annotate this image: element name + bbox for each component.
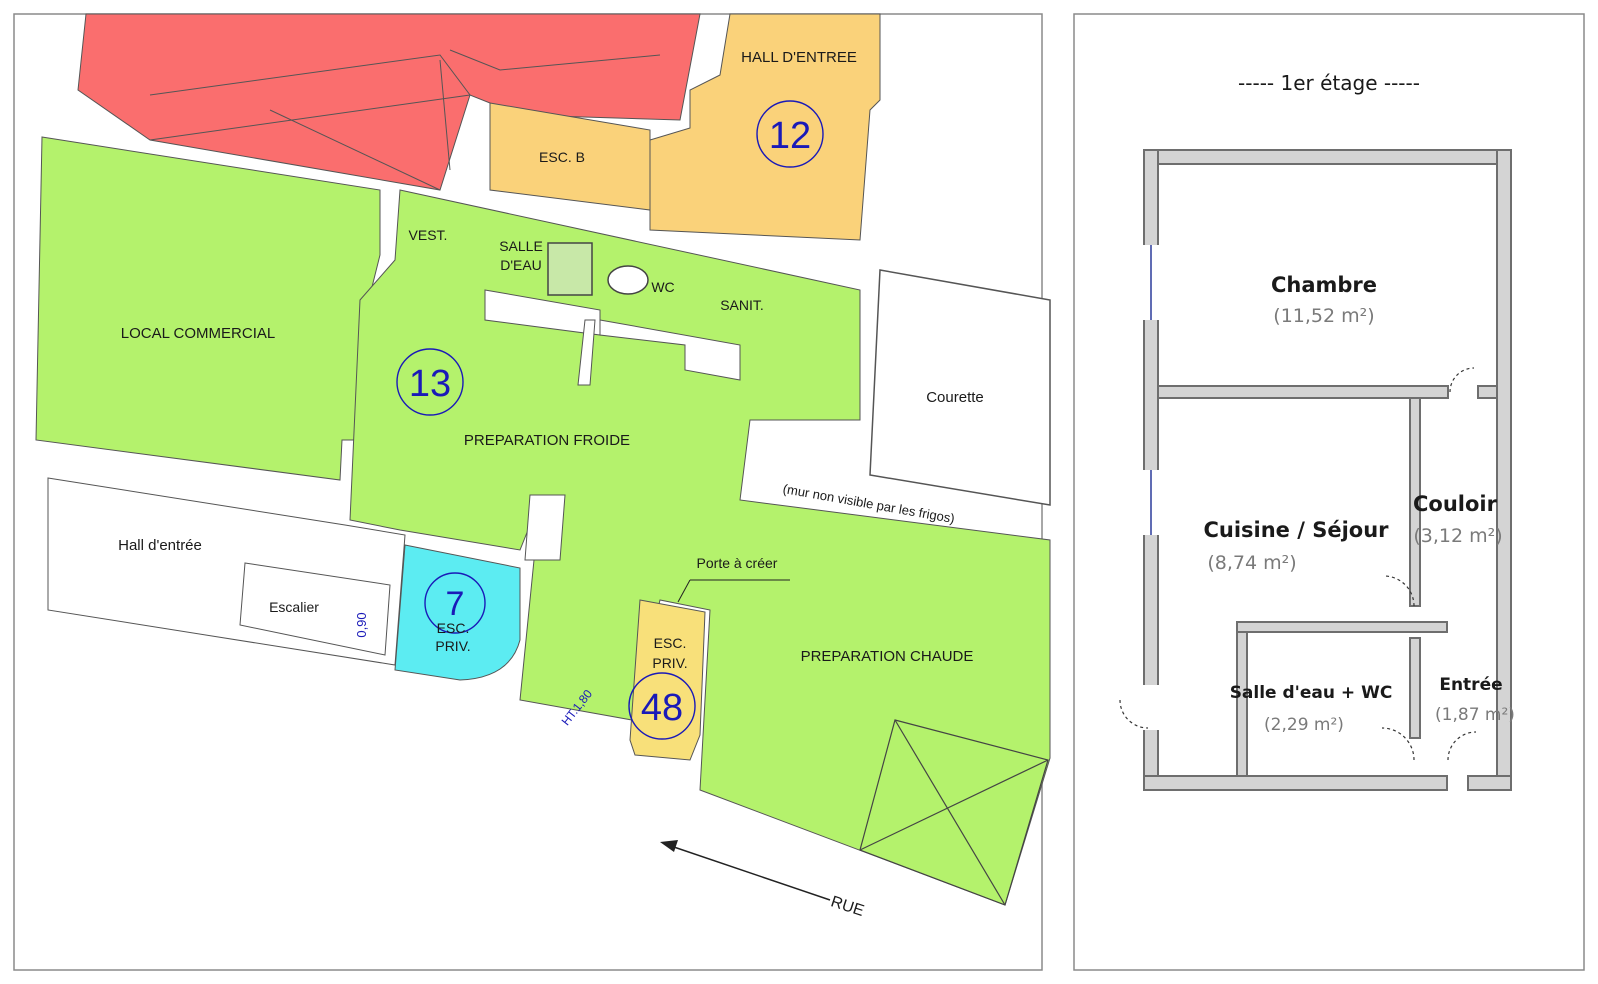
room-area-salle-eau-wc: (2,29 m²) <box>1264 715 1344 735</box>
unit-number-7: 7 <box>446 585 465 623</box>
annotation-porte-a-creer: Porte à créer <box>697 555 778 571</box>
room-name-couloir: Couloir <box>1413 492 1498 516</box>
unit-number-12: 12 <box>769 115 811 157</box>
interior-walls <box>484 289 741 561</box>
toilet-icon <box>607 265 649 295</box>
room-label-escalier: Escalier <box>269 599 319 615</box>
unit-7-circle <box>424 572 486 634</box>
first-floor-walls <box>1143 149 1512 791</box>
shower-icon <box>547 242 593 296</box>
courette <box>869 269 1051 506</box>
preparation-froide-zone <box>349 189 1051 906</box>
room-name-cuisine-sejour: Cuisine / Séjour <box>1203 518 1389 542</box>
unit-number-13: 13 <box>409 363 451 405</box>
room-name-entree: Entrée <box>1439 675 1502 695</box>
unit-number-48: 48 <box>641 687 683 729</box>
room-area-couloir: (3,12 m²) <box>1413 525 1502 547</box>
room-area-cuisine-sejour: (8,74 m²) <box>1207 552 1296 574</box>
room-label-local-commercial: LOCAL COMMERCIAL <box>121 325 275 342</box>
roof-hatch-lines <box>149 49 661 191</box>
unit-13-circle <box>396 348 464 416</box>
street-arrow-line <box>667 844 831 901</box>
room-label-vest: VEST. <box>409 227 448 243</box>
hatch-box <box>859 719 1049 906</box>
room-label-preparation-froide: PREPARATION FROIDE <box>464 432 630 449</box>
room-label-preparation-chaude: PREPARATION CHAUDE <box>801 648 974 665</box>
hall-entree-12 <box>649 13 881 241</box>
escalier-box <box>239 562 391 656</box>
room-label-sanit: SANIT. <box>720 297 764 313</box>
local-commercial <box>35 136 381 481</box>
room-label-esc-b: ESC. B <box>539 149 585 165</box>
esc-priv-7 <box>394 544 521 681</box>
dimension-090: 0,90 <box>354 612 369 637</box>
room-area-chambre: (11,52 m²) <box>1273 305 1374 327</box>
room-label-salle-eau-1: SALLE <box>499 238 543 254</box>
room-label-courette: Courette <box>926 389 984 406</box>
room-label-esc-priv48-2: PRIV. <box>652 655 687 671</box>
room-name-salle-eau-wc: Salle d'eau + WC <box>1230 683 1393 703</box>
door-swings <box>1119 367 1477 761</box>
unit-12-circle <box>756 100 824 168</box>
room-label-hall-entree-bottom: Hall d'entrée <box>118 537 202 554</box>
escalier-b <box>489 102 651 211</box>
room-label-esc-priv-1: ESC. <box>437 620 470 636</box>
room-area-entree: (1,87 m²) <box>1435 705 1515 725</box>
first-floor-title: ----- 1er étage ----- <box>1238 71 1420 95</box>
unit-48-circle <box>628 672 696 740</box>
room-label-wc: WC <box>651 279 674 295</box>
street-arrow-icon <box>660 840 678 852</box>
esc-priv-48 <box>629 599 706 761</box>
room-label-hall-entree: HALL D'ENTREE <box>741 49 857 66</box>
room-label-esc-priv-2: PRIV. <box>435 638 470 654</box>
room-label-esc-priv48-1: ESC. <box>654 635 687 651</box>
room-label-salle-eau-2: D'EAU <box>500 257 542 273</box>
room-name-chambre: Chambre <box>1271 273 1377 297</box>
